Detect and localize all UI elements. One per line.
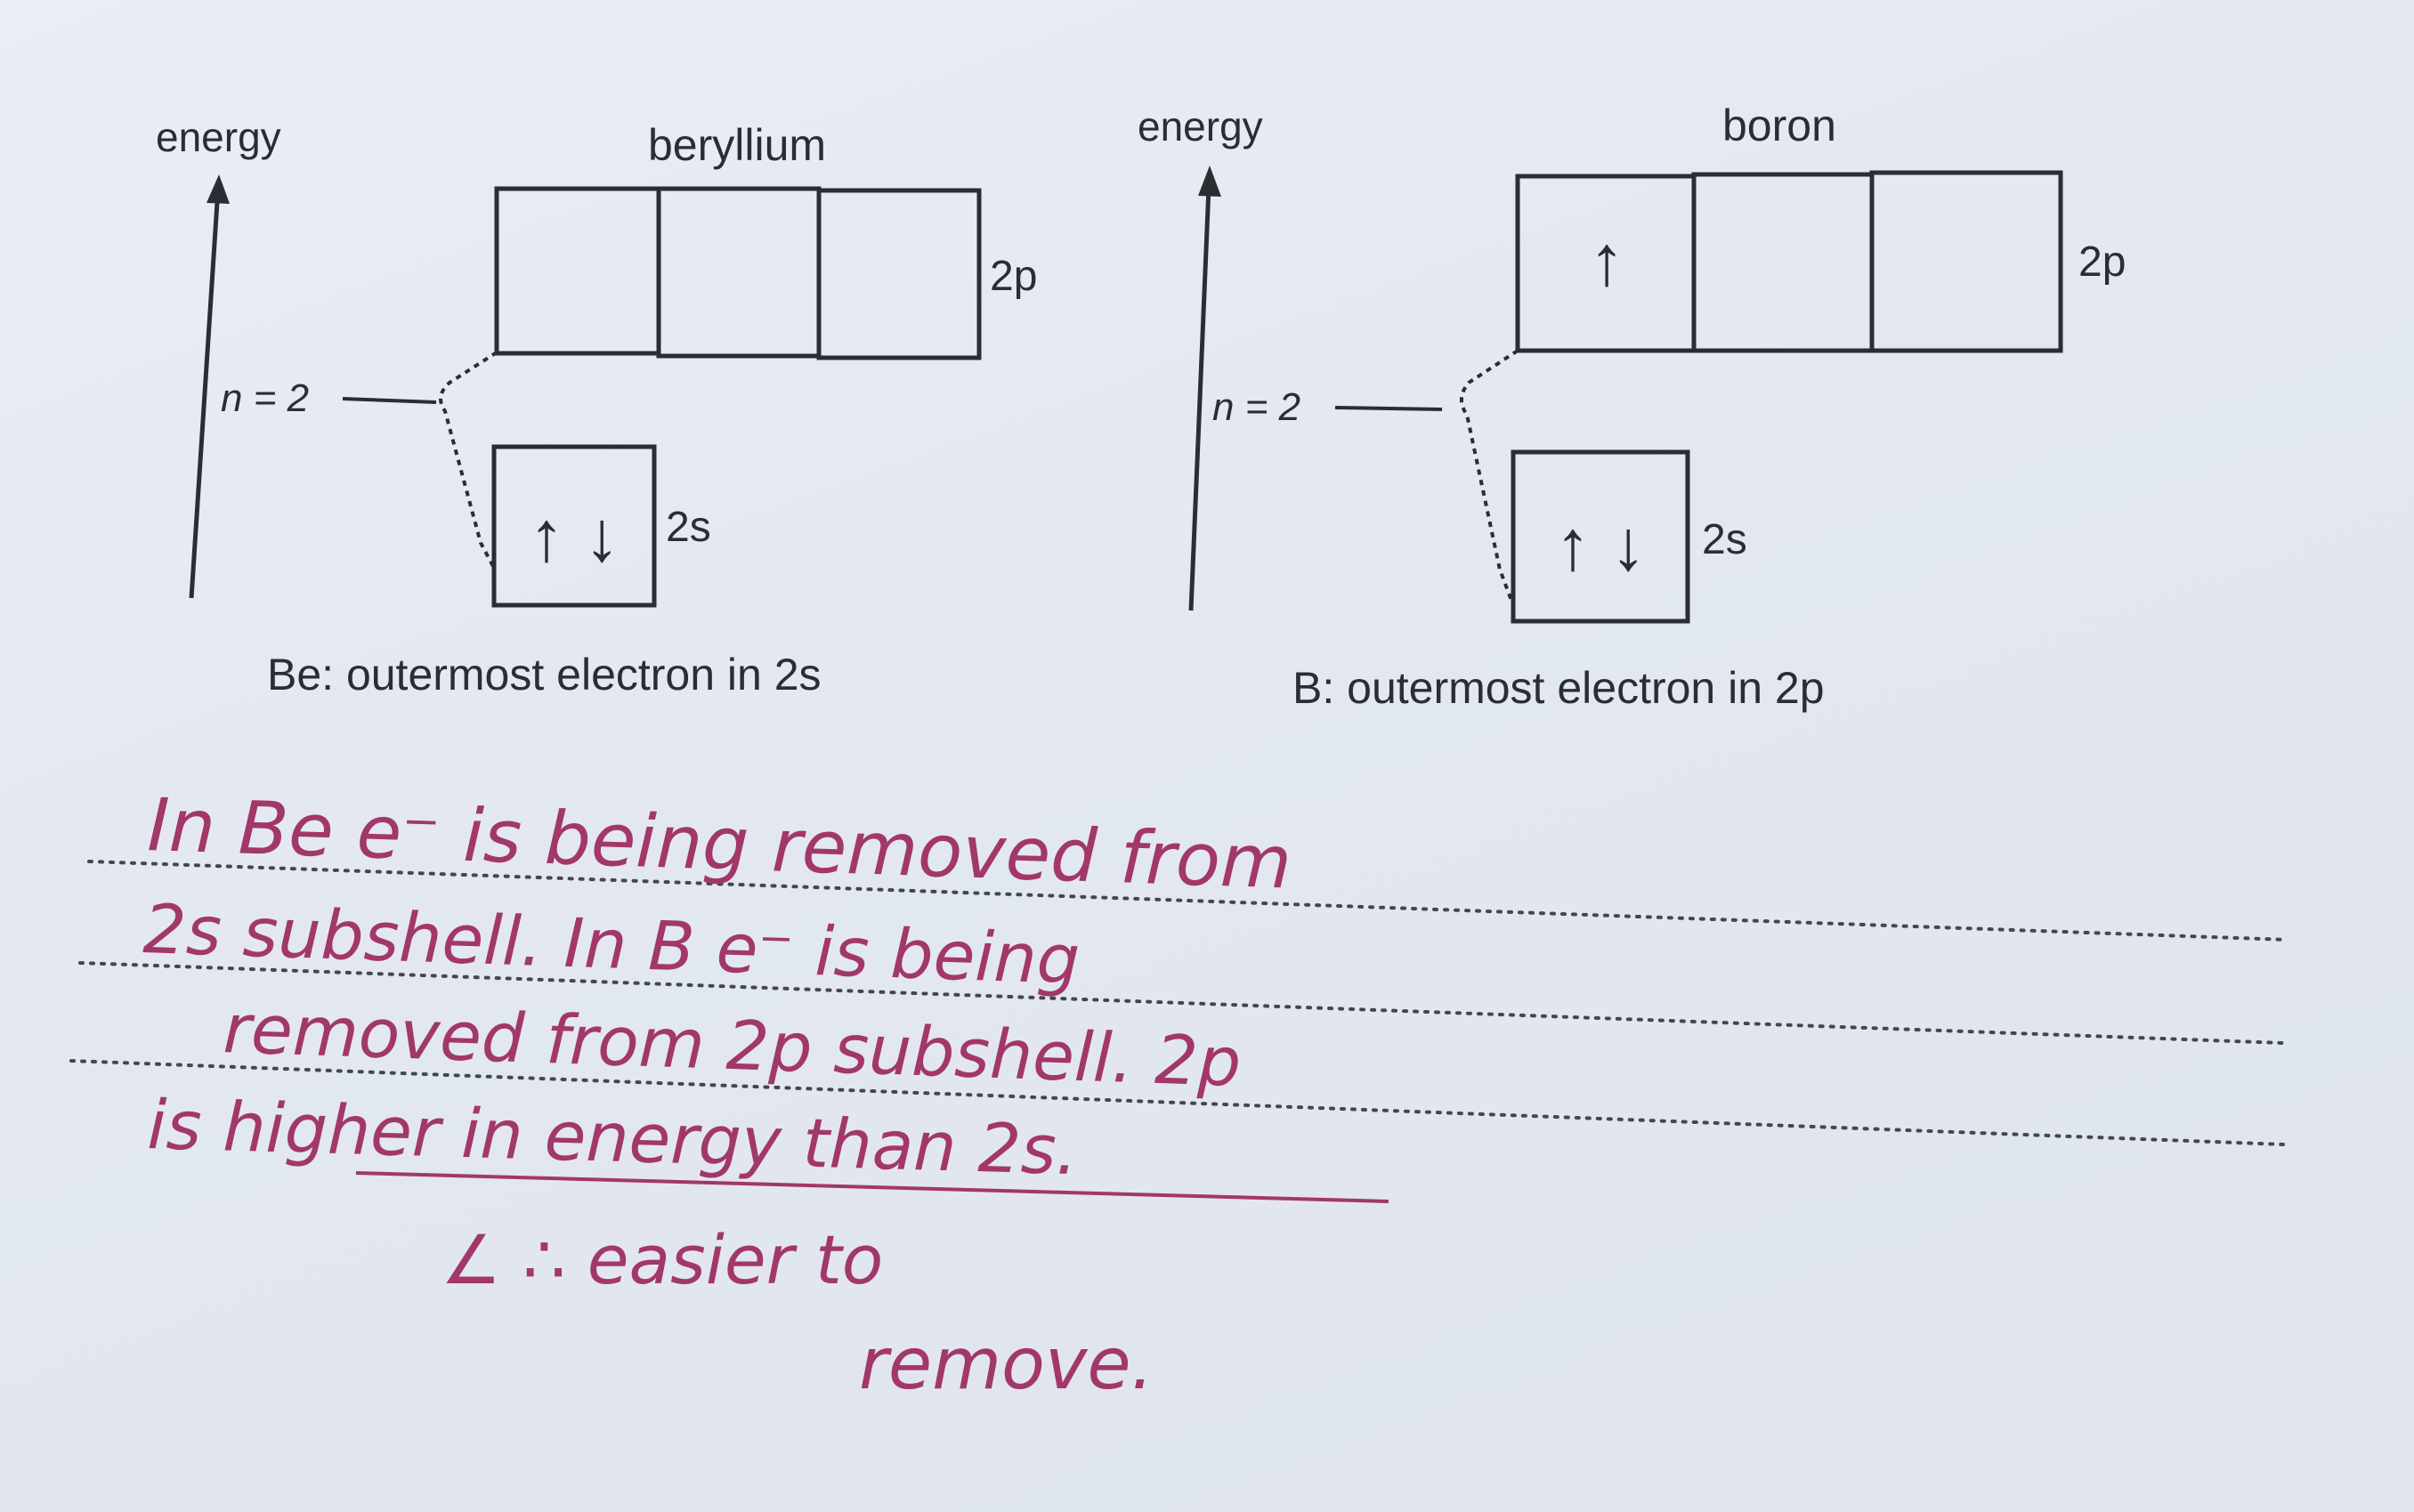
be-energy-axis [189, 188, 221, 599]
handwriting-line-5: ∠ ∴ easier to [441, 1220, 883, 1299]
handwriting-line-3: removed from 2p subshell. 2p [222, 989, 1242, 1102]
be-2s-label: 2s [666, 504, 711, 551]
be-element-label: beryllium [648, 120, 826, 170]
beryllium-diagram: energy beryllium 2p n = 2 ↑ ↓ 2s Be: out… [156, 114, 1037, 699]
handwriting-line-6: remove. [859, 1322, 1154, 1405]
be-2p-label: 2p [990, 253, 1037, 300]
dotted-line-1 [87, 860, 2289, 942]
be-2p-box-2 [656, 186, 822, 359]
be-2p-box-3 [816, 188, 982, 360]
be-energy-arrowhead [207, 174, 230, 204]
be-2s-box [491, 444, 657, 608]
dotted-line-2 [78, 961, 2285, 1045]
be-level-line [342, 397, 437, 404]
handwriting-line-1: In Be e⁻ is being removed from [146, 783, 1292, 906]
handwriting-line-4: is higher in energy than 2s. [146, 1085, 1079, 1190]
b-level-bracket [1460, 349, 1519, 606]
boron-diagram: energy boron ↑ 2p n = 2 ↑ ↓ 2s B: outerm… [1138, 101, 2126, 713]
b-2p-orbitals [1515, 170, 2063, 353]
b-caption: B: outermost electron in 2p [1292, 663, 1825, 713]
handwriting-line-2: 2s subshell. In B e⁻ is being [142, 889, 1081, 999]
answer-lines [69, 860, 2289, 1146]
b-2s-electrons: ↑ ↓ [1555, 505, 1646, 585]
b-energy-arrowhead [1198, 166, 1221, 197]
b-2p-box-2 [1691, 172, 1875, 353]
b-energy-label: energy [1138, 103, 1263, 150]
b-level-line [1334, 406, 1443, 411]
b-2s-label: 2s [1702, 516, 1747, 563]
be-energy-label: energy [156, 114, 281, 160]
be-caption: Be: outermost electron in 2s [267, 650, 822, 699]
b-2s-box [1511, 449, 1690, 624]
handwritten-answer: In Be e⁻ is being removed from 2s subshe… [142, 783, 1389, 1405]
b-energy-axis [1188, 186, 1211, 611]
be-level-bracket [439, 351, 498, 570]
b-element-label: boron [1722, 101, 1836, 150]
b-2p-label: 2p [2078, 239, 2126, 286]
b-2p-electron: ↑ [1589, 221, 1624, 300]
be-2p-box-1 [494, 186, 661, 356]
be-2s-electrons: ↑ ↓ [529, 497, 620, 576]
handwriting-underline [355, 1171, 1389, 1203]
be-level-label: n = 2 [221, 376, 309, 420]
be-2p-orbitals [494, 186, 982, 360]
b-level-label: n = 2 [1212, 385, 1300, 429]
b-2p-box-3 [1869, 170, 2063, 353]
